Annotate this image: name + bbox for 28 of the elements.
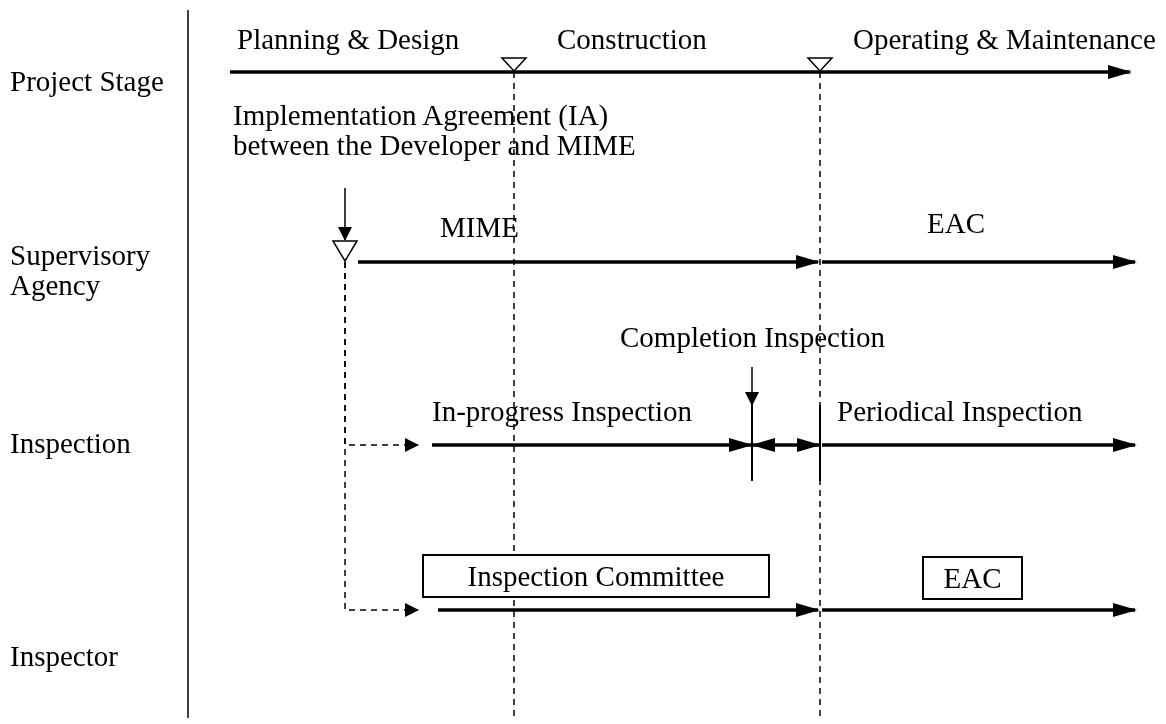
tick-mark xyxy=(819,405,821,481)
arrow xyxy=(338,187,352,241)
arrow xyxy=(745,366,759,406)
annotation-text: Completion Inspection xyxy=(620,322,910,367)
arrow xyxy=(751,438,821,452)
period-label: Periodical Inspection xyxy=(837,396,1083,426)
row-label: Supervisory Agency xyxy=(10,240,152,300)
milestone-triangle xyxy=(807,57,833,72)
period-label: MIME xyxy=(440,212,519,242)
annotation-text: Implementation Agreement (IA) between the Developer and MIME xyxy=(233,100,653,188)
row-label: Inspector xyxy=(10,641,118,671)
arrow xyxy=(358,255,820,269)
period-label: EAC xyxy=(927,208,985,238)
arrow xyxy=(432,438,753,452)
tick-mark xyxy=(751,405,753,481)
stage-label: Planning & Design xyxy=(237,24,460,54)
dashed-arrow xyxy=(344,261,419,452)
inspector-box: Inspection Committee xyxy=(422,554,770,598)
dashed-line xyxy=(819,71,821,719)
stage-label: Construction xyxy=(557,24,707,54)
stage-label: Operating & Maintenance xyxy=(853,24,1156,54)
milestone-triangle xyxy=(501,57,527,72)
row-label: Inspection xyxy=(10,428,131,458)
row-label: Project Stage xyxy=(10,66,164,96)
inspector-box: EAC xyxy=(922,556,1023,600)
milestone-triangle xyxy=(332,240,358,262)
period-label: In-progress Inspection xyxy=(432,396,732,450)
dashed-line xyxy=(513,71,515,719)
